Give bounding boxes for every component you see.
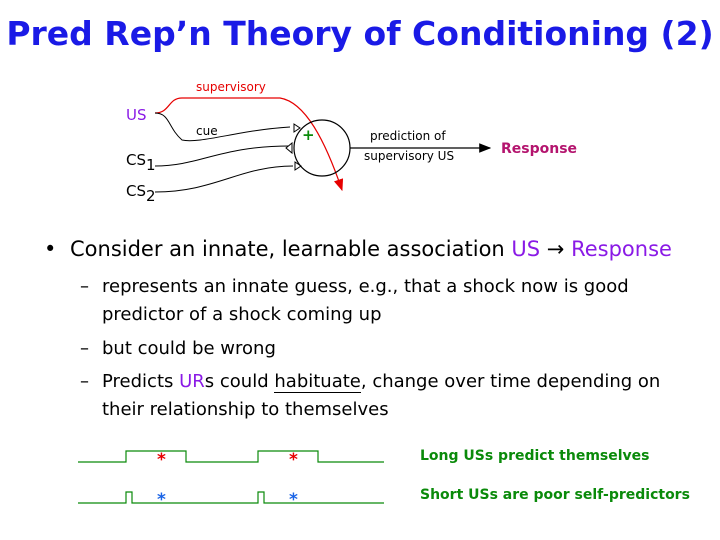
ur-term: UR xyxy=(179,371,205,392)
prediction-label-1: prediction of xyxy=(370,129,446,143)
plus-sign: + xyxy=(302,126,315,144)
supervisory-label: supervisory xyxy=(196,80,266,94)
long-us-caption: Long USs predict themselves xyxy=(420,448,650,464)
bullet-dot: • xyxy=(44,237,57,261)
short-us-caption: Short USs are poor self-predictors xyxy=(420,487,690,503)
cs1-label: CS1 xyxy=(126,151,156,174)
prediction-label-2: supervisory US xyxy=(364,149,454,163)
us-term: US xyxy=(511,237,541,261)
main-bullet-text: Consider an innate, learnable associatio… xyxy=(70,237,672,261)
cs2-path xyxy=(154,165,294,193)
cs1-path xyxy=(154,145,291,167)
long-star-1: * xyxy=(157,450,166,470)
us-label: US xyxy=(126,106,147,124)
response-label: Response xyxy=(501,141,577,157)
habituate-term: habituate xyxy=(274,371,361,393)
synapse-bottom xyxy=(294,161,302,171)
short-star-1: * xyxy=(157,490,166,510)
long-star-2: * xyxy=(289,450,298,470)
cue-label: cue xyxy=(196,124,218,138)
synapse-top xyxy=(293,123,301,133)
short-star-2: * xyxy=(289,490,298,510)
synapse-middle xyxy=(285,141,293,155)
us-cue-path xyxy=(154,112,291,142)
response-term: Response xyxy=(571,237,672,261)
cs2-label: CS2 xyxy=(126,182,156,205)
page-title: Pred Rep’n Theory of Conditioning (2) xyxy=(6,14,714,53)
us-supervisory-path xyxy=(154,97,344,192)
short-us-trace xyxy=(78,491,384,504)
long-us-trace xyxy=(78,450,384,463)
